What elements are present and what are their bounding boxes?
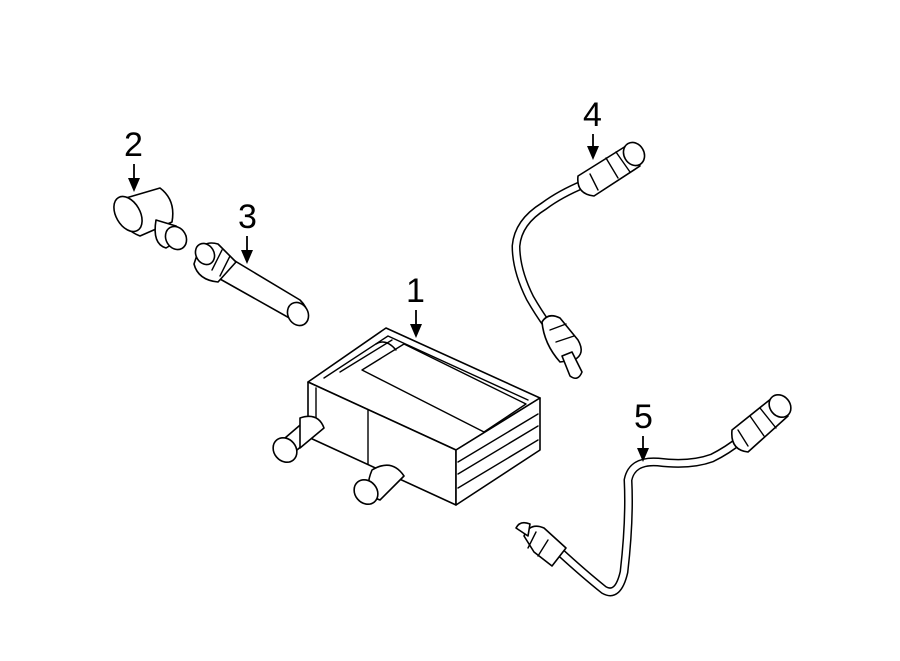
callout-2-label: 2 xyxy=(124,126,143,164)
part-5-sensor xyxy=(515,393,792,597)
callout-3-label: 3 xyxy=(238,198,257,236)
part-4-sensor xyxy=(511,141,646,380)
callout-1: 1 xyxy=(406,272,425,338)
callout-5-label: 5 xyxy=(634,398,653,436)
part-2-fitting xyxy=(113,187,188,251)
arrow-down-icon xyxy=(587,146,599,160)
arrow-down-icon xyxy=(410,324,422,338)
arrow-down-icon xyxy=(241,250,253,264)
callout-1-label: 1 xyxy=(406,272,425,310)
part-3-tube xyxy=(193,242,310,327)
callout-4: 4 xyxy=(583,96,602,160)
arrow-down-icon xyxy=(637,448,649,462)
callout-4-label: 4 xyxy=(583,96,602,134)
arrow-down-icon xyxy=(128,178,140,192)
part-1-canister xyxy=(272,327,541,506)
callout-2: 2 xyxy=(124,126,143,192)
callout-5: 5 xyxy=(634,398,653,462)
callout-3: 3 xyxy=(238,198,257,264)
